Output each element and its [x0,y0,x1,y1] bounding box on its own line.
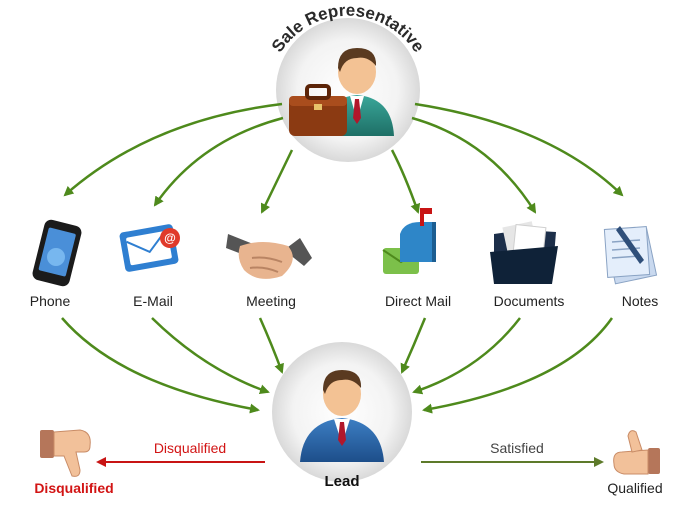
qualified-outcome-label: Qualified [607,480,663,496]
businessman-with-briefcase-icon [289,48,394,136]
notes-icon [603,226,658,285]
channel-label-documents: Documents [493,293,565,309]
arrow-from-direct-mail [400,317,427,374]
channel-label-phone: Phone [29,293,71,309]
svg-text:@: @ [164,231,176,245]
lead-label: Lead [324,473,360,490]
arrow-to-meeting [260,149,294,214]
arrow-from-documents [412,317,521,395]
arrow-from-meeting [258,317,284,374]
disqualified-arrow-label: Disqualified [153,440,227,456]
thumbs-up-icon [613,430,660,475]
smartphone-icon [32,219,82,287]
documents-folder-icon [490,221,558,284]
arrows-rep-to-channels [63,102,624,214]
satisfied-arrow-label: Satisfied [490,440,544,456]
thumbs-down-icon [40,429,91,477]
arrow-to-documents [411,116,537,214]
arrow-to-notes [414,102,624,197]
arrow-to-phone [63,102,283,197]
businessman-avatar-icon [300,370,384,462]
channel-label-notes: Notes [621,293,659,309]
email-icon: @ [119,224,180,272]
arrow-to-email [153,116,284,207]
arrow-from-phone [61,317,260,414]
handshake-icon [226,234,312,279]
channel-label-email: E-Mail [133,293,173,309]
arrows-channels-to-lead [61,317,614,414]
arrow-from-notes [422,317,614,414]
arrow-to-direct-mail [390,149,421,214]
channel-label-meeting: Meeting [246,293,296,309]
channel-label-direct-mail: Direct Mail [384,293,452,309]
arrow-from-email [151,317,270,395]
mailbox-icon [382,208,436,274]
disqualified-outcome-label: Disqualified [34,480,114,496]
